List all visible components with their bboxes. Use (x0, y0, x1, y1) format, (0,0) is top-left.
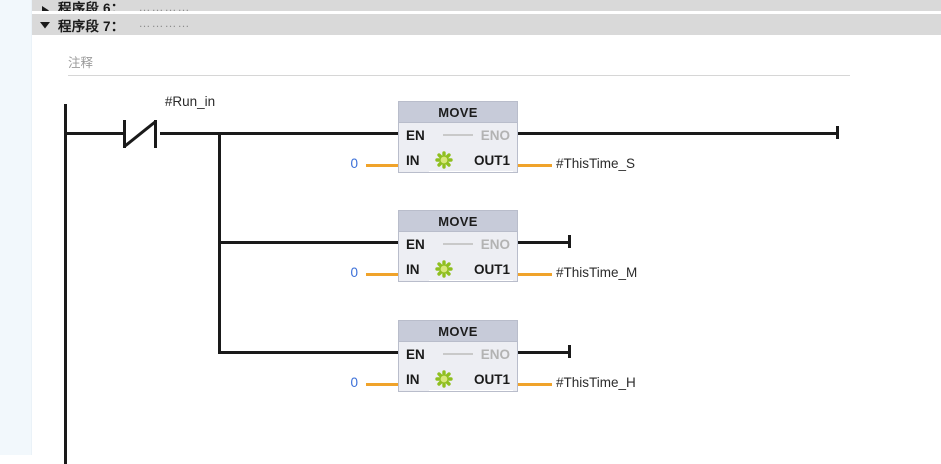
in-label-3: IN (406, 372, 420, 387)
out-operand-2[interactable]: #ThisTime_M (556, 265, 638, 280)
rung-end-tick-1 (836, 126, 839, 139)
move-in-row-1: IN OUT1 (399, 148, 517, 173)
wire-in-value-2 (366, 273, 398, 276)
ladder-canvas: #Run_in MOVE EN ENO IN (0, 80, 941, 464)
en-label-3: EN (406, 347, 425, 362)
move-block-title-2: MOVE (399, 211, 517, 232)
wire-in-value-1 (366, 164, 398, 167)
network-header-7[interactable]: 程序段 7： ………… (32, 14, 941, 35)
out-operand-1[interactable]: #ThisTime_S (556, 156, 636, 171)
out1-underline-2 (429, 280, 513, 281)
out1-underline-3 (429, 390, 513, 391)
network-placeholder-7: ………… (138, 15, 191, 30)
move-block-title-1: MOVE (399, 102, 517, 123)
wire-out1-3 (518, 383, 552, 386)
move-block-title-3: MOVE (399, 321, 517, 342)
out1-underline-1 (429, 171, 513, 172)
out1-label-1: OUT1 (473, 153, 510, 168)
eno-dash-2 (443, 243, 473, 245)
move-en-row-3: EN ENO (399, 342, 517, 367)
move-in-row-2: IN OUT1 (399, 257, 517, 282)
move-block-2[interactable]: MOVE EN ENO IN OUT1 (398, 210, 518, 282)
en-label-1: EN (406, 128, 425, 143)
triangle-down-icon[interactable] (32, 19, 58, 30)
out-operand-3[interactable]: #ThisTime_H (556, 375, 636, 390)
eno-dash-1 (443, 134, 473, 136)
in-label-2: IN (406, 262, 420, 277)
wire-branch-to-en-3 (218, 351, 400, 354)
wire-in-value-3 (366, 383, 398, 386)
in-label-1: IN (406, 153, 420, 168)
eno-label-1: ENO (480, 128, 510, 143)
wire-out1-2 (518, 273, 552, 276)
move-block-3[interactable]: MOVE EN ENO IN OUT1 (398, 320, 518, 392)
rung-end-tick-3 (568, 345, 571, 358)
nc-slash (124, 120, 156, 148)
left-gutter-edge (31, 0, 32, 455)
comment-underline (68, 75, 850, 76)
move-en-row-1: EN ENO (399, 123, 517, 148)
network-title-7: 程序段 7： (58, 18, 125, 34)
en-label-2: EN (406, 237, 425, 252)
nc-contact-icon[interactable] (120, 120, 164, 148)
move-in-row-3: IN OUT1 (399, 367, 517, 392)
eno-dash-3 (443, 353, 473, 355)
wire-eno-2 (518, 241, 571, 244)
rung-end-tick-2 (568, 235, 571, 248)
eno-label-3: ENO (480, 347, 510, 362)
out1-label-3: OUT1 (473, 372, 510, 387)
contact-operand-label[interactable]: #Run_in (164, 94, 216, 109)
asterisk-expand-icon-3[interactable] (435, 370, 453, 388)
eno-label-2: ENO (480, 237, 510, 252)
network-separator (32, 11, 941, 14)
out1-label-2: OUT1 (473, 262, 510, 277)
wire-branch-to-en-2 (218, 241, 400, 244)
wire-rail-to-contact (64, 132, 124, 135)
network-placeholder-6: ………… (138, 0, 191, 14)
left-gutter (0, 0, 32, 455)
wire-eno-3 (518, 351, 571, 354)
network-comment-input[interactable]: 注释 (68, 56, 94, 70)
asterisk-expand-icon-2[interactable] (435, 260, 453, 278)
move-en-row-2: EN ENO (399, 232, 517, 257)
in-value-2[interactable]: 0 (350, 265, 358, 280)
wire-out1-1 (518, 164, 552, 167)
in-value-3[interactable]: 0 (350, 375, 358, 390)
power-rail (64, 104, 67, 464)
in-value-1[interactable]: 0 (350, 156, 358, 171)
move-block-1[interactable]: MOVE EN ENO IN OUT1 (398, 101, 518, 173)
asterisk-expand-icon-1[interactable] (435, 151, 453, 169)
